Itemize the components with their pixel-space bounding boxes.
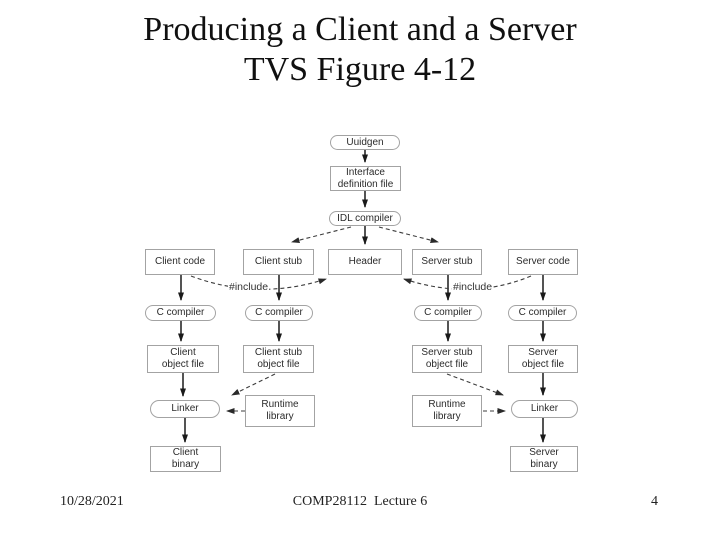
slide-title-line1: Producing a Client and a Server [143, 11, 577, 48]
node-server-stub: Server stub [412, 249, 482, 275]
slide-title: Producing a Client and a Server TVS Figu… [0, 10, 720, 90]
node-runtime-library-server: Runtime library [412, 395, 482, 427]
node-linker-server: Linker [511, 400, 578, 418]
node-linker-client: Linker [150, 400, 220, 418]
node-client-object-file: Client object file [147, 345, 219, 373]
node-c-compiler-client-code: C compiler [145, 305, 216, 321]
solid-flow-arrows [178, 150, 546, 443]
node-server-binary: Server binary [510, 446, 578, 472]
node-client-binary: Client binary [150, 446, 221, 472]
dashed-arrows [226, 226, 506, 414]
include-label-right: #include [452, 281, 494, 293]
node-server-object-file: Server object file [508, 345, 578, 373]
node-c-compiler-server-stub: C compiler [414, 305, 482, 321]
node-interface-definition-file: Interface definition file [330, 166, 401, 191]
node-idl-compiler: IDL compiler [329, 211, 401, 226]
node-client-stub: Client stub [243, 249, 314, 275]
node-server-stub-object-file: Server stub object file [412, 345, 482, 373]
node-server-code: Server code [508, 249, 578, 275]
node-runtime-library-client: Runtime library [245, 395, 315, 427]
footer-date: 10/28/2021 [60, 494, 124, 509]
slide-title-line2: TVS Figure 4-12 [243, 51, 477, 89]
node-client-code: Client code [145, 249, 215, 275]
footer-page-number: 4 [651, 494, 658, 509]
node-c-compiler-client-stub: C compiler [245, 305, 313, 321]
include-label-left: #include [228, 281, 270, 293]
node-header: Header [328, 249, 402, 275]
node-client-stub-object-file: Client stub object file [243, 345, 314, 373]
footer-course-label: COMP28112 Lecture 6 [292, 494, 428, 509]
node-uuidgen: Uuidgen [330, 135, 400, 150]
node-c-compiler-server-code: C compiler [508, 305, 577, 321]
